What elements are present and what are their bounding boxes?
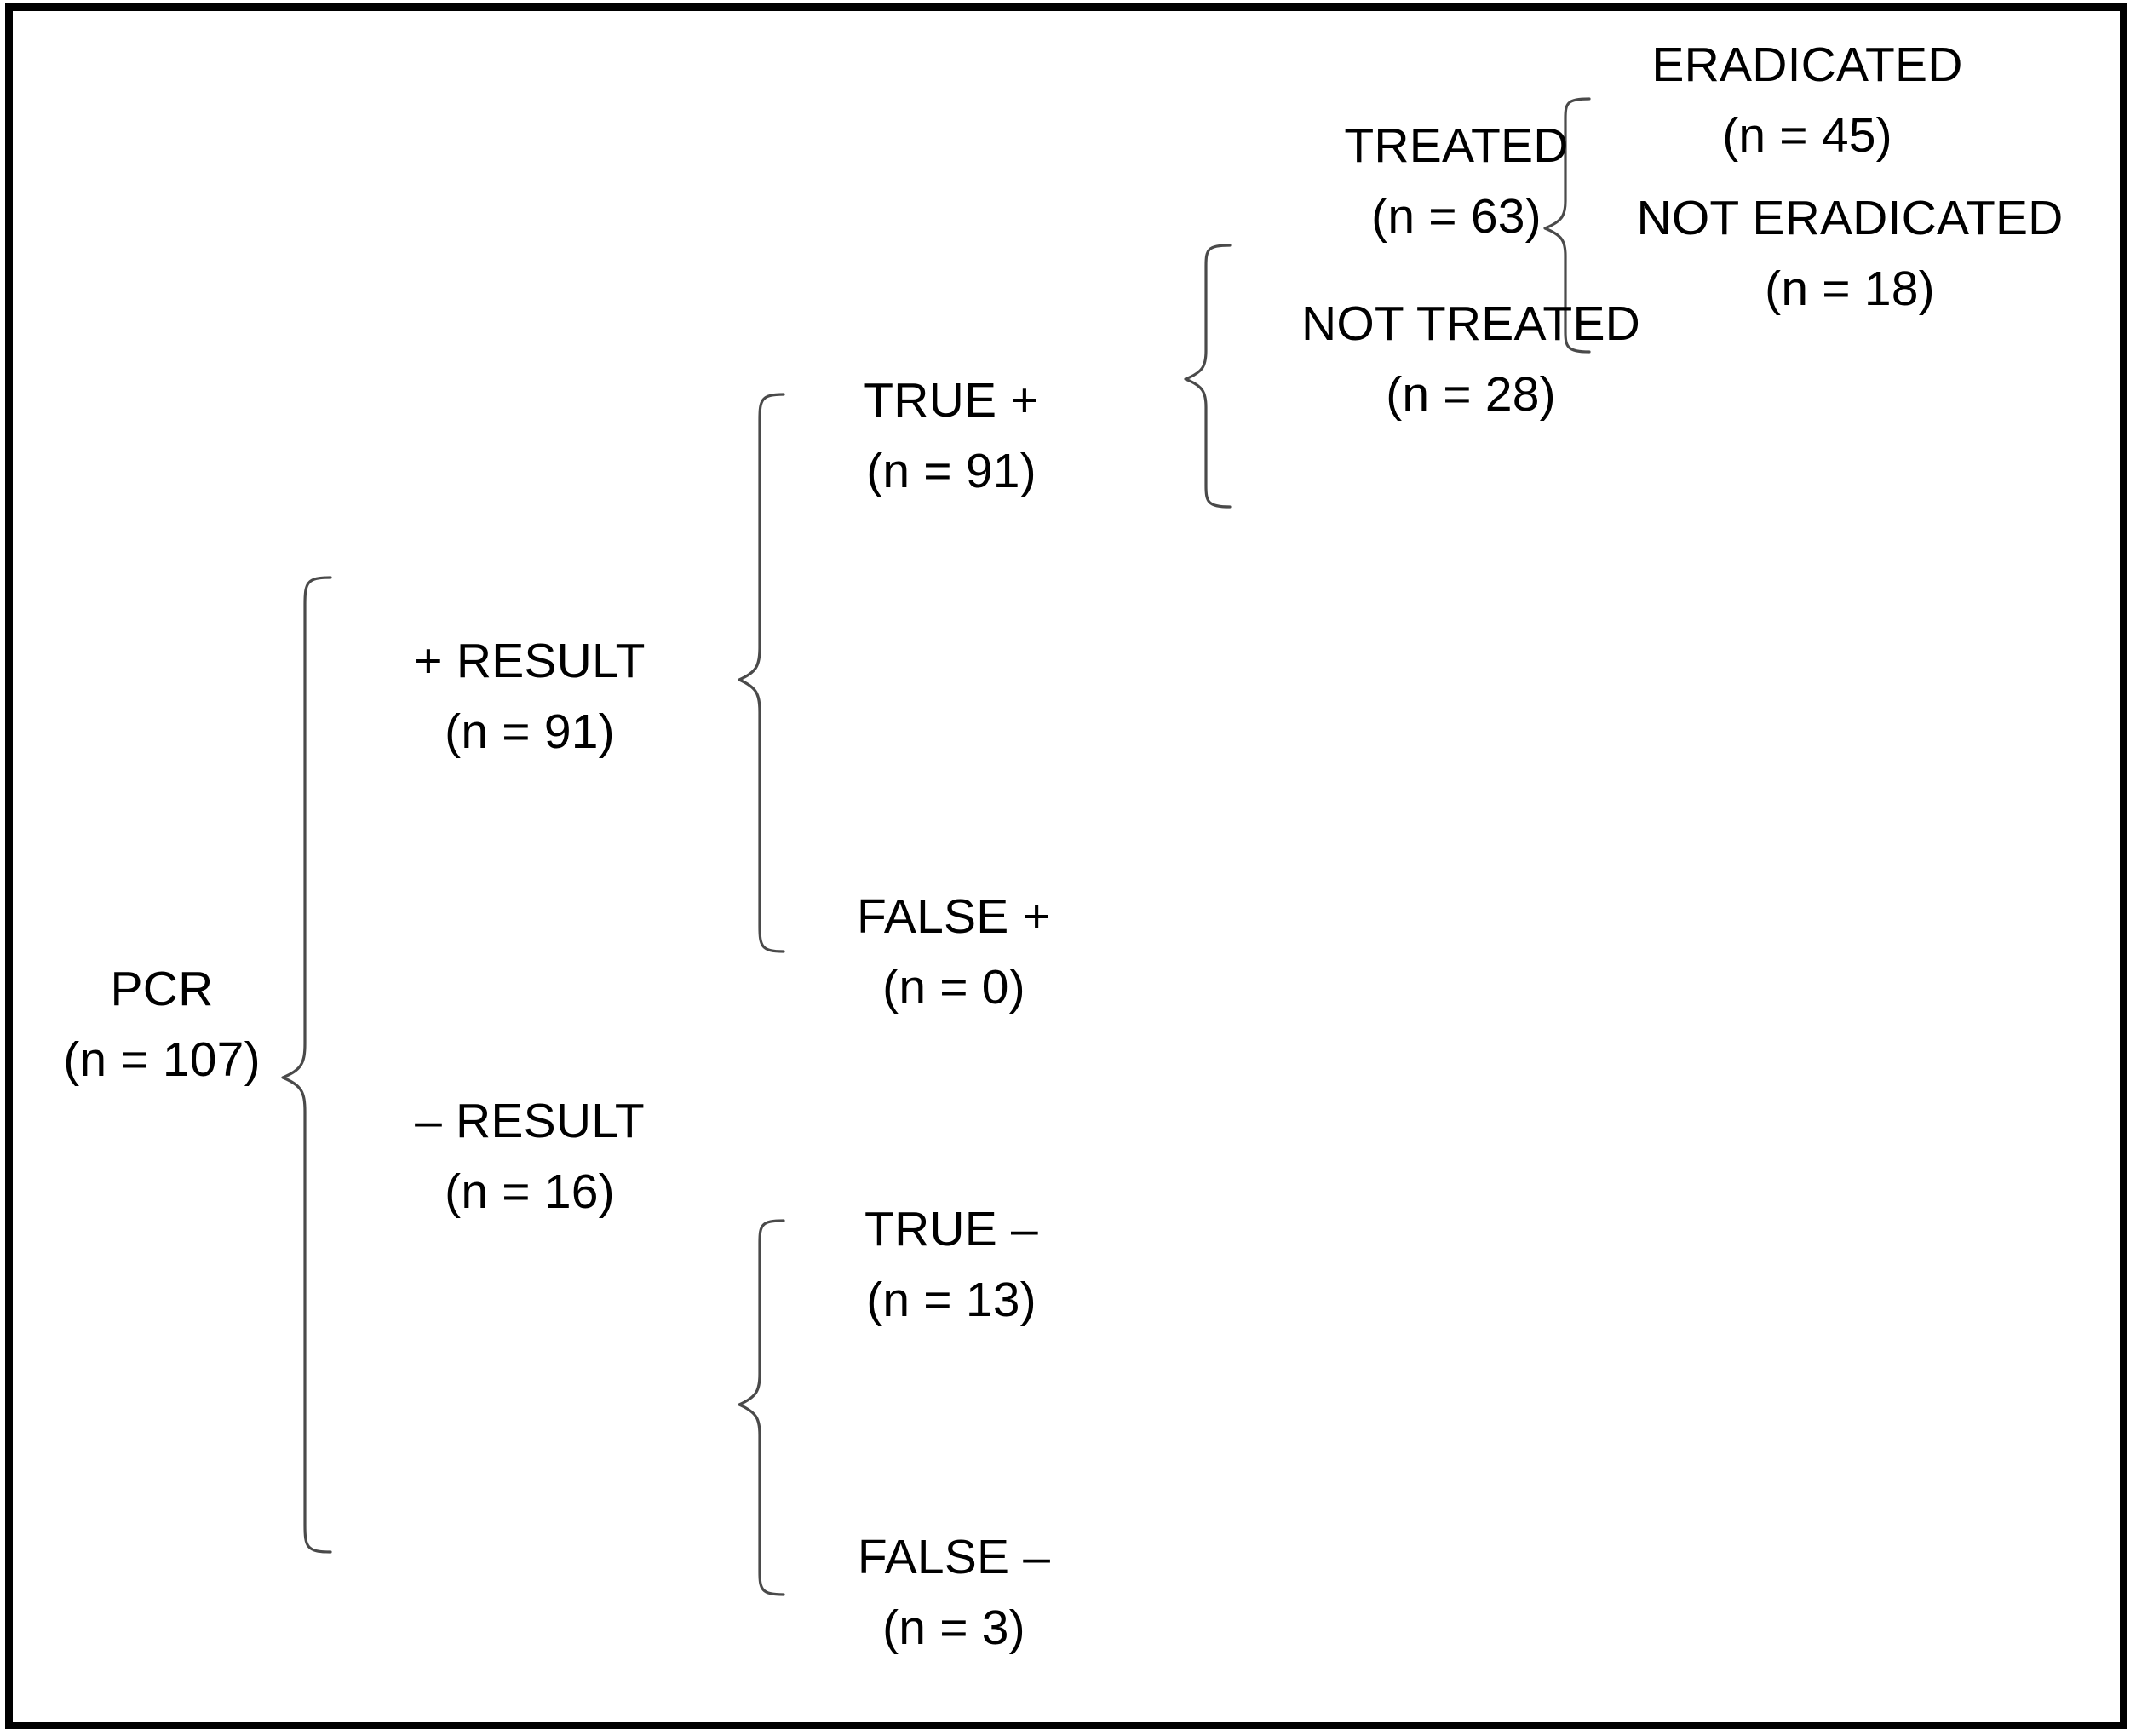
node-not-treated-count: (n = 28) xyxy=(1386,367,1556,422)
node-true-positive-count: (n = 91) xyxy=(866,444,1036,498)
node-true-negative-label: TRUE – xyxy=(864,1202,1038,1256)
node-not-treated-label: NOT TREATED xyxy=(1301,296,1641,351)
node-false-positive: FALSE + (n = 0) xyxy=(857,893,1051,1012)
node-true-positive-label: TRUE + xyxy=(864,373,1039,428)
node-true-negative: TRUE – (n = 13) xyxy=(864,1205,1038,1325)
brace-negative-result xyxy=(738,1214,785,1601)
node-true-positive: TRUE + (n = 91) xyxy=(864,377,1039,496)
node-false-negative-count: (n = 3) xyxy=(882,1601,1025,1655)
brace-true-positive-outcome xyxy=(1184,239,1232,520)
node-positive-result: + RESULT (n = 91) xyxy=(414,637,645,756)
node-false-negative-label: FALSE – xyxy=(857,1530,1051,1584)
brace-pcr xyxy=(281,571,332,1559)
figure-border xyxy=(5,3,2127,1729)
node-positive-result-label: + RESULT xyxy=(414,634,646,688)
brace-treated-outcome xyxy=(1543,92,1591,365)
node-not-treated: NOT TREATED (n = 28) xyxy=(1301,300,1640,419)
node-treated: TREATED (n = 63) xyxy=(1344,122,1568,241)
node-not-eradicated-label: NOT ERADICATED xyxy=(1636,191,2064,245)
node-not-eradicated: NOT ERADICATED (n = 18) xyxy=(1636,194,2063,313)
brace-positive-result xyxy=(738,388,785,958)
node-pcr-label: PCR xyxy=(110,962,214,1016)
node-treated-count: (n = 63) xyxy=(1371,189,1542,244)
node-eradicated-count: (n = 45) xyxy=(1722,108,1892,163)
node-treated-label: TREATED xyxy=(1344,118,1569,173)
node-eradicated: ERADICATED (n = 45) xyxy=(1651,41,1962,160)
node-pcr: PCR (n = 107) xyxy=(63,965,261,1084)
node-false-positive-label: FALSE + xyxy=(857,889,1051,944)
node-false-positive-count: (n = 0) xyxy=(882,960,1025,1015)
node-negative-result: – RESULT (n = 16) xyxy=(415,1097,645,1216)
node-not-eradicated-count: (n = 18) xyxy=(1765,262,1935,316)
node-pcr-count: (n = 107) xyxy=(63,1032,261,1087)
node-true-negative-count: (n = 13) xyxy=(866,1273,1036,1327)
node-negative-result-label: – RESULT xyxy=(415,1094,645,1148)
node-eradicated-label: ERADICATED xyxy=(1651,37,1963,92)
node-negative-result-count: (n = 16) xyxy=(445,1164,615,1219)
node-positive-result-count: (n = 91) xyxy=(445,704,615,759)
node-false-negative: FALSE – (n = 3) xyxy=(858,1533,1050,1653)
